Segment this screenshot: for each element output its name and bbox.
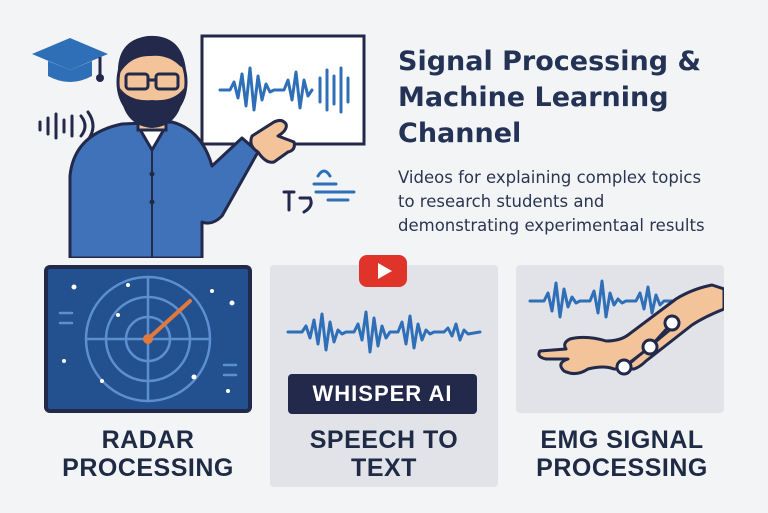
speech-card-label: SPEECH TO TEXT [270,426,498,482]
subtitle-line: demonstrating experimentaal results [398,216,705,235]
card-label-line: PROCESSING [536,454,708,482]
page-subtitle: Videos for explaining complex topics to … [398,166,758,238]
card-label-line: RADAR [101,426,195,454]
emg-card-label: EMG SIGNAL PROCESSING [504,426,740,482]
subtitle-line: to research students and [398,192,605,211]
whisper-ai-badge: WHISPER AI [288,374,477,414]
card-label-line: EMG SIGNAL [540,426,704,454]
radar-illustration [44,265,252,413]
subtitle-line: Videos for explaining complex topics [398,168,702,187]
title-line: Signal Processing & [398,46,701,77]
emg-illustration [528,279,724,376]
title-line: Machine Learning [398,82,669,113]
youtube-play-icon[interactable] [358,254,408,288]
translate-icon [282,169,356,214]
radar-card-label: RADAR PROCESSING [30,426,266,482]
presenter-illustration [68,35,296,258]
card-label-line: PROCESSING [62,454,234,482]
card-label-line: TEXT [351,454,417,482]
card-label-line: SPEECH TO [309,426,459,454]
title-line: Channel [398,118,522,149]
page-title: Signal Processing & Machine Learning Cha… [398,44,738,152]
graduation-cap-icon [32,38,108,82]
speech-waveform [286,310,482,354]
